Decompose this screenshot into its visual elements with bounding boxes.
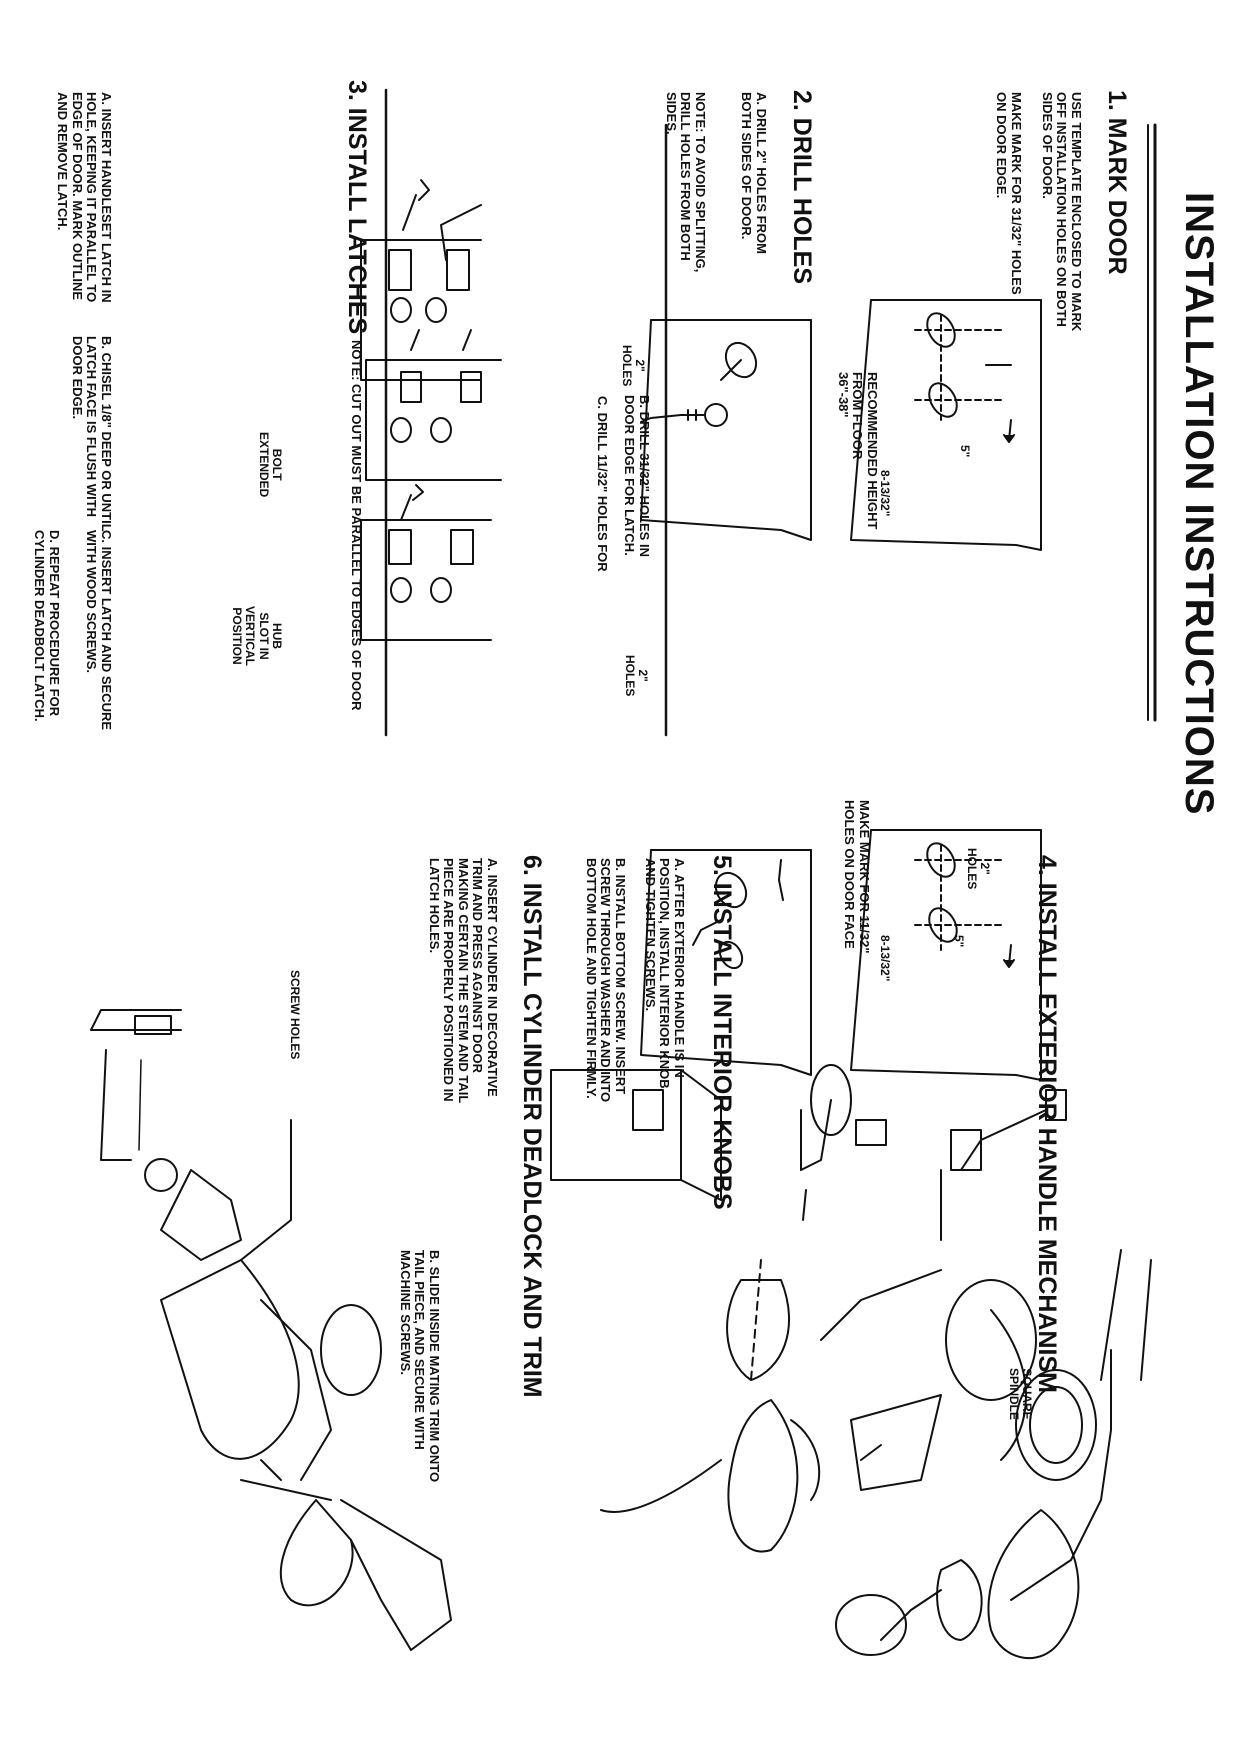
section-3-step-b: B. CHISEL 1/8" DEEP OR UNTIL LATCH FACE … xyxy=(69,336,114,532)
section-6-heading: 6. INSTALL CYLINDER DEADLOCK AND TRIM xyxy=(518,855,546,1398)
section-4-heading: 4. INSTALL EXTERIOR HANDLE MECHANISM xyxy=(1033,855,1061,1393)
section-5-heading: 5. INSTALL INTERIOR KNOBS xyxy=(708,855,736,1210)
dimension-label: 5" xyxy=(952,935,966,948)
section-3-step-c: C. INSERT LATCH AND SECURE WITH WOOD SCR… xyxy=(84,530,114,731)
section-6-step-a: A. INSERT CYLINDER IN DECORATIVE TRIM AN… xyxy=(426,858,500,1104)
section-2-step-b: B. DRILL 31/32" HOLES IN DOOR EDGE FOR L… xyxy=(622,395,652,557)
section-2-heading: 2. DRILL HOLES xyxy=(788,90,816,285)
title-rule xyxy=(1147,123,1157,722)
mark-door-diagram-left xyxy=(850,299,1042,551)
square-spindle-label: SQUARE SPINDLE xyxy=(1006,1368,1034,1421)
section-1-text-edge-mark: MAKE MARK FOR 31/32" HOLES ON DOOR EDGE. xyxy=(994,92,1024,295)
section-1-heading: 1. MARK DOOR xyxy=(1103,90,1131,275)
interior-knob-diagram xyxy=(550,1064,887,1553)
section-2-step-c: C. DRILL 11/32" HOLES FOR xyxy=(595,396,610,572)
drill-door-diagram-left xyxy=(640,319,812,541)
dimension-label: 5" xyxy=(958,445,972,458)
holes-dimension-label: 2" HOLES xyxy=(964,848,992,890)
deadlock-diagram xyxy=(820,1089,1152,1659)
recommended-height-label: RECOMMENDED HEIGHT FROM FLOOR 36"-38" xyxy=(835,372,880,530)
section-3-step-d: D. REPEAT PROCEDURE FOR CYLINDER DEADBOL… xyxy=(32,530,62,722)
mark-door-diagram-right xyxy=(850,829,1042,1081)
dimension-label: 8-13/32" xyxy=(878,470,892,517)
hub-slot-label: HUB SLOT IN VERTICAL POSITION xyxy=(229,606,284,666)
page-title: INSTALLATION INSTRUCTIONS xyxy=(1177,192,1221,816)
holes-dimension-label: 2" HOLES xyxy=(619,345,647,387)
holes-dimension-label: 2" HOLES xyxy=(622,655,650,697)
exterior-handle-diagram xyxy=(90,1009,452,1651)
screw-holes-label: SCREW HOLES xyxy=(288,970,302,1060)
section-3-step-a: A. INSERT HANDLESET LATCH IN HOLE, KEEPI… xyxy=(55,92,114,303)
section-3-note: NOTE: CUT OUT MUST BE PARALLEL TO EDGES … xyxy=(349,340,364,711)
drill-door-diagram-right xyxy=(640,849,812,1076)
section-1-text-template: USE TEMPLATE ENCLOSED TO MARK OFF INSTAL… xyxy=(1039,92,1084,332)
section-2-note: NOTE: TO AVOID SPLITTING, DRILL HOLES FR… xyxy=(663,92,708,273)
section-6-step-b: B. SLIDE INSIDE MATING TRIM ONTO TAIL PI… xyxy=(397,1250,442,1483)
mark-face-holes-label: MAKE MARK FOR 11/32" HOLES ON DOOR FACE xyxy=(842,800,872,954)
latch-step-c-diagram xyxy=(360,484,492,641)
section-3-heading: 3. INSTALL LATCHES xyxy=(343,80,371,335)
section-5-step-b: B. INSTALL BOTTOM SCREW. INSERT SCREW TH… xyxy=(583,858,628,1103)
bolt-extended-label: BOLT EXTENDED xyxy=(256,432,284,498)
dimension-label: 8-13/32" xyxy=(878,935,892,982)
section-2-step-a: A. DRILL 2" HOLES FROM BOTH SIDES OF DOO… xyxy=(739,92,769,254)
latch-step-b-diagram xyxy=(365,329,502,481)
section-5-step-a: A. AFTER EXTERIOR HANDLE IS IN POSITION,… xyxy=(642,858,687,1089)
